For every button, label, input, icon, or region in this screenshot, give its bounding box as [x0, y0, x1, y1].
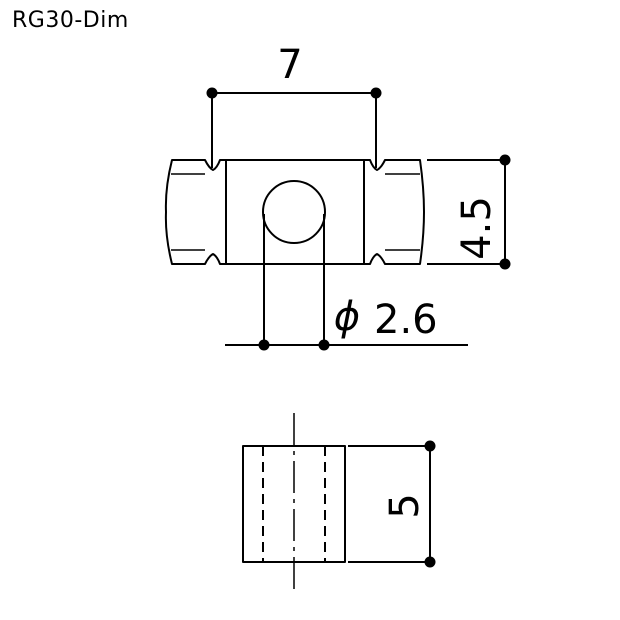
length-dimension	[348, 445, 431, 563]
right-ring	[363, 159, 425, 265]
part-side-view	[242, 413, 346, 592]
height-dimension	[427, 159, 506, 265]
part-top-view	[164, 159, 425, 265]
width-dimension	[211, 92, 377, 168]
hole-circle	[262, 180, 326, 244]
height-label: 4.5	[454, 196, 500, 260]
dimension-dots	[206, 87, 511, 568]
diameter-symbol: ϕ	[334, 294, 360, 340]
drawing-title: RG30-Dim	[12, 8, 129, 33]
left-ring	[164, 159, 227, 265]
main-body	[225, 159, 365, 265]
length-label: 5	[382, 493, 428, 518]
diameter-label: 2.6	[374, 297, 438, 343]
width-label: 7	[277, 42, 302, 88]
